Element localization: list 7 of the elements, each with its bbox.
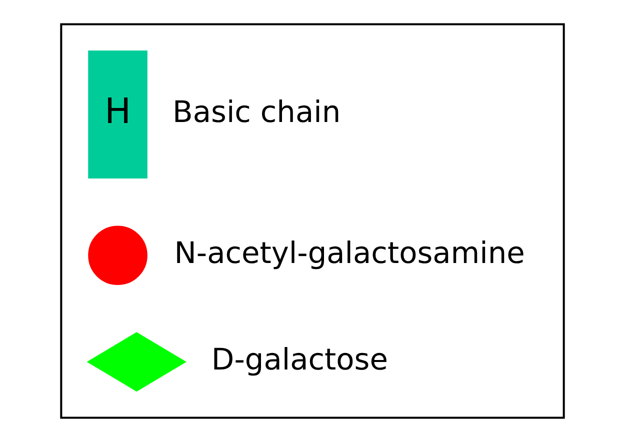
node-circle xyxy=(88,226,148,286)
node-diamond xyxy=(86,332,186,392)
cluster xyxy=(60,23,565,419)
node-box: H xyxy=(88,50,148,179)
node-label: D-galactose xyxy=(211,341,388,376)
node-label: Basic chain xyxy=(172,94,341,130)
node-label: N-acetyl-galactosamine xyxy=(174,234,525,270)
